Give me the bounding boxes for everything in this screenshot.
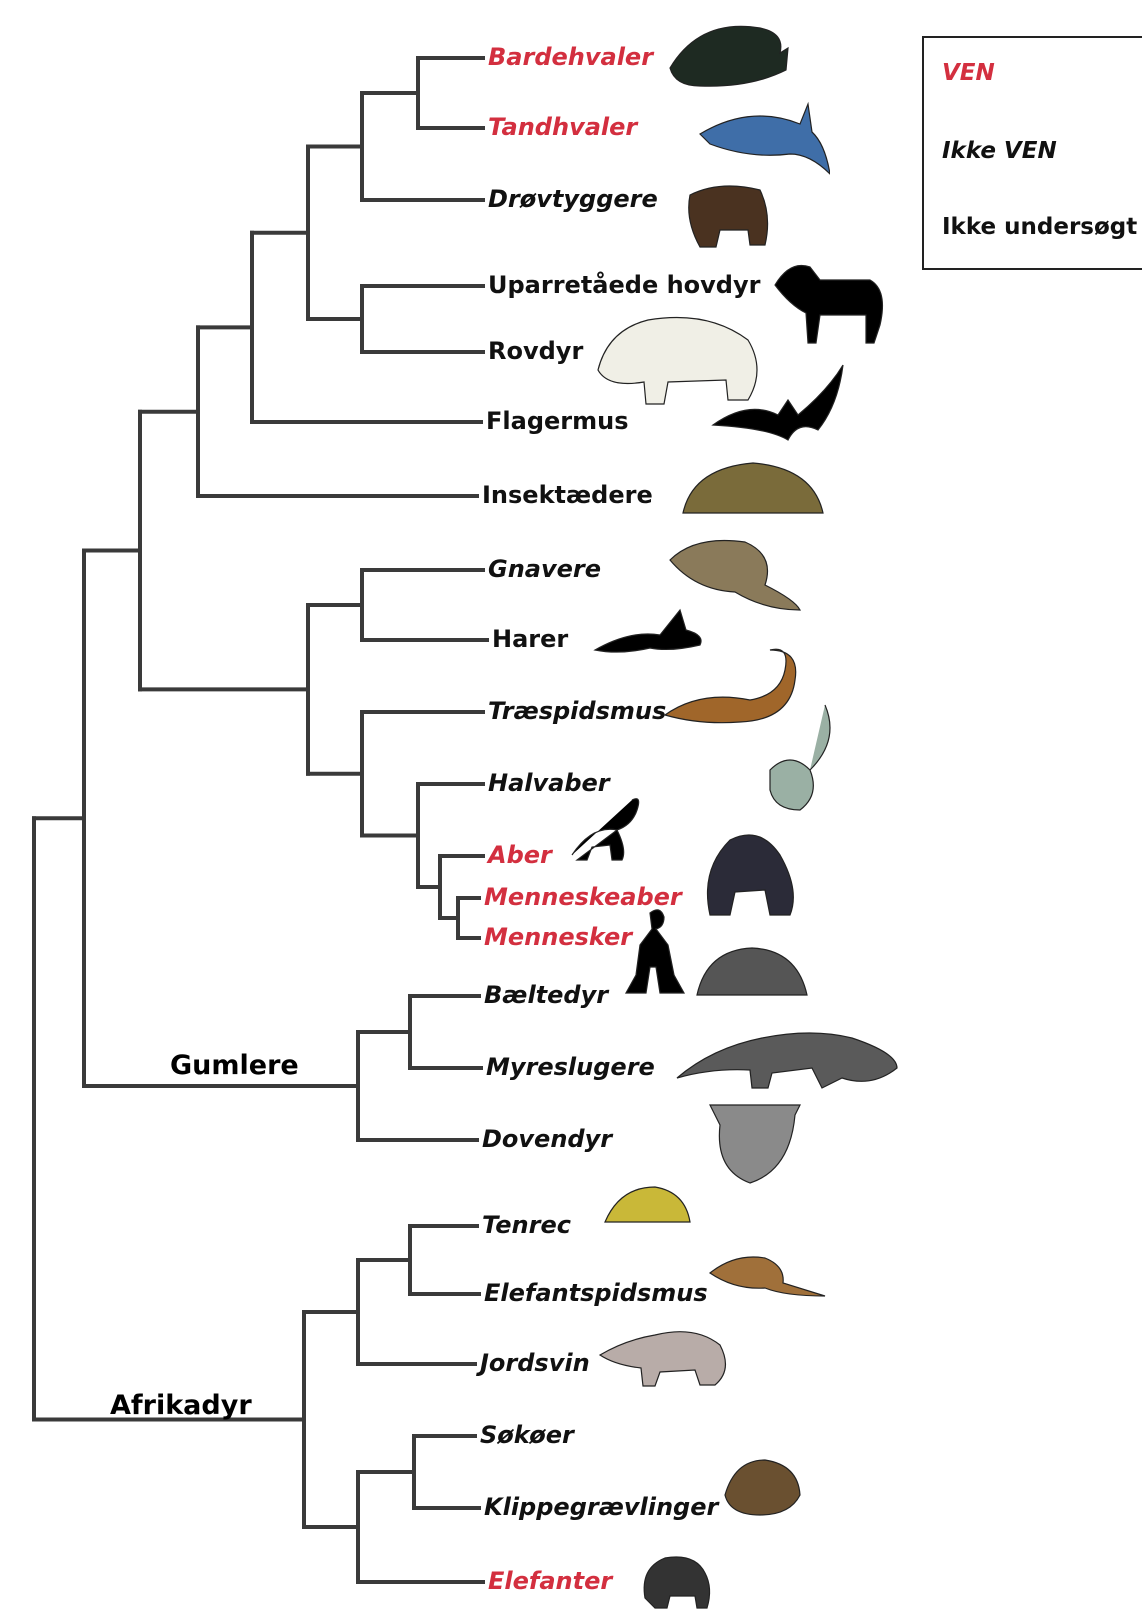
bat-icon — [708, 360, 848, 445]
taxon-label: Jordsvin — [480, 1349, 590, 1377]
tenrec-icon — [600, 1182, 695, 1232]
horse-icon — [770, 255, 890, 345]
taxon-label: Mennesker — [484, 923, 632, 951]
legend-ven: VEN — [942, 60, 995, 86]
group-label-afrikadyr: Afrikadyr — [110, 1390, 252, 1421]
musk-ox-icon — [680, 175, 775, 250]
taxon-label: Elefantspidsmus — [484, 1279, 708, 1307]
gorilla-icon — [690, 820, 805, 920]
monkey-icon — [562, 795, 662, 865]
taxon-label: Drøvtyggere — [488, 185, 658, 213]
taxon-label: Bæltedyr — [484, 981, 608, 1009]
elephant-shrew-icon — [705, 1248, 830, 1303]
legend: VEN Ikke VEN Ikke undersøgt — [922, 36, 1142, 270]
dolphin-icon — [690, 84, 830, 184]
taxon-label: Uparretåede hovdyr — [488, 271, 760, 299]
aardvark-icon — [595, 1310, 735, 1390]
taxon-label: Tandhvaler — [488, 113, 637, 141]
taxon-label: Insektædere — [482, 481, 653, 509]
legend-not-examined: Ikke undersøgt — [942, 214, 1137, 240]
taxon-label: Halvaber — [488, 769, 610, 797]
human-icon — [620, 905, 690, 995]
taxon-label: Aber — [488, 841, 552, 869]
taxon-label: Gnavere — [488, 555, 601, 583]
anteater-icon — [672, 1008, 902, 1093]
armadillo-icon — [692, 940, 812, 1005]
taxon-label: Klippegrævlinger — [484, 1493, 718, 1521]
taxon-label: Flagermus — [486, 407, 629, 435]
taxon-label: Træspidsmus — [488, 697, 666, 725]
sloth-icon — [700, 1095, 815, 1185]
group-label-gumlere: Gumlere — [170, 1050, 299, 1081]
taxon-label: Harer — [492, 625, 568, 653]
hedgehog-icon — [678, 458, 828, 523]
elephant-icon — [635, 1548, 715, 1610]
taxon-label: Søkøer — [480, 1421, 574, 1449]
taxon-label: Myreslugere — [486, 1053, 655, 1081]
legend-not-ven: Ikke VEN — [942, 138, 1057, 164]
taxon-label: Rovdyr — [488, 337, 583, 365]
lemur-icon — [740, 700, 850, 815]
taxon-label: Dovendyr — [482, 1125, 612, 1153]
hyrax-icon — [720, 1455, 805, 1520]
taxon-label: Elefanter — [488, 1567, 612, 1595]
taxon-label: Bardehvaler — [488, 43, 653, 71]
taxon-label: Tenrec — [482, 1211, 571, 1239]
